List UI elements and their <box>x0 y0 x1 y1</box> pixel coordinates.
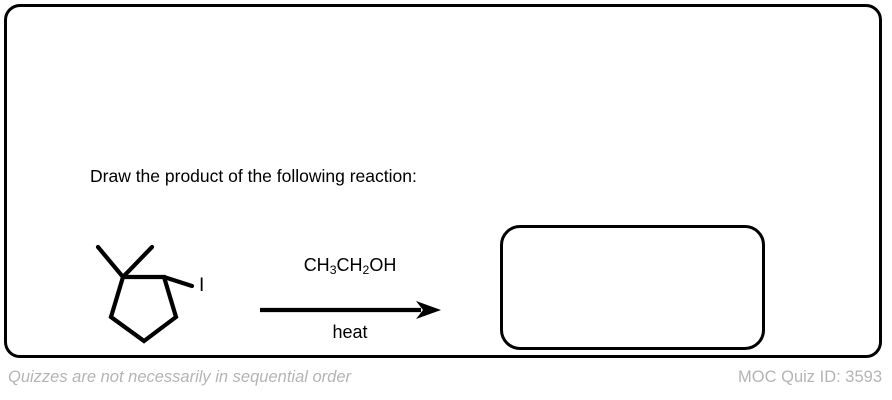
carbon-iodine-bond <box>161 274 195 289</box>
reagent-oh: OH <box>369 255 397 275</box>
reactant-structure-svg: I <box>95 244 204 344</box>
iodine-label: I <box>199 275 204 296</box>
answer-drawing-box[interactable] <box>500 225 765 350</box>
reactant-structure: I <box>82 228 232 352</box>
reagent-ch-2: CH <box>336 255 363 275</box>
reaction-arrow-icon <box>260 301 441 319</box>
methyl-bond-left <box>95 244 126 280</box>
reagent-subscript-2: 2 <box>362 263 370 278</box>
footer-note: Quizzes are not necessarily in sequentia… <box>8 368 352 386</box>
reagent-subscript-3: 3 <box>329 263 337 278</box>
reagent-label: CH3CH2OH <box>260 255 440 276</box>
footer: Quizzes are not necessarily in sequentia… <box>0 366 892 396</box>
quiz-frame: Draw the product of the following reacti… <box>4 4 882 358</box>
methyl-bond-right <box>120 244 155 280</box>
cyclopentane-ring <box>108 274 179 344</box>
reagent-ch-1: CH <box>303 255 330 275</box>
quiz-id-label: MOC Quiz ID: 3593 <box>738 368 882 386</box>
reaction-arrow <box>258 298 443 322</box>
arrow-head <box>416 301 441 319</box>
reaction-condition-label: heat <box>332 322 368 342</box>
prompt-text: Draw the product of the following reacti… <box>90 166 417 186</box>
